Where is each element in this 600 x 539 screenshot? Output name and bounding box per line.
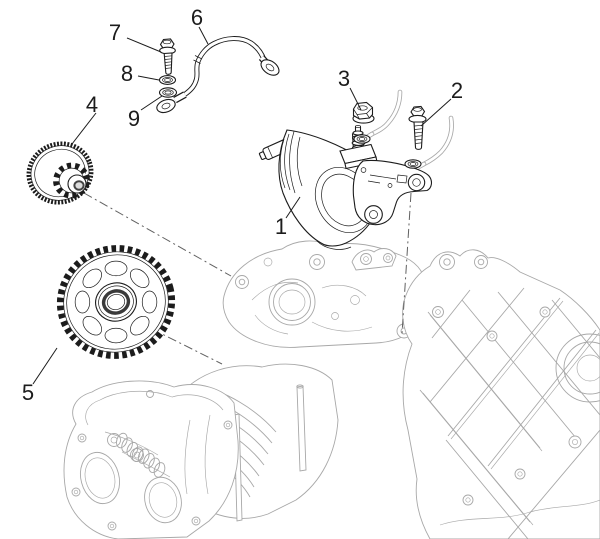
callout-labels: 1 2 3 4 5 6 7 8 9 <box>22 5 463 405</box>
callout-4: 4 <box>86 92 98 117</box>
washer-9-drawing <box>158 87 178 98</box>
flange-nut-drawing <box>352 101 375 144</box>
leader-lines <box>32 26 452 385</box>
starter-pinion-gear-drawing <box>26 141 94 205</box>
callout-9: 9 <box>128 106 140 131</box>
crankcase-ghost-drawing <box>63 240 600 539</box>
callout-8: 8 <box>121 61 133 86</box>
callout-3: 3 <box>338 66 350 91</box>
ghost-cables <box>357 89 454 173</box>
washer-8-drawing <box>158 75 177 85</box>
assembly-centerlines <box>83 192 412 365</box>
callout-7: 7 <box>109 20 121 45</box>
ring-gear-drawing <box>56 245 176 359</box>
callout-1: 1 <box>275 214 287 239</box>
flange-bolt-7-drawing <box>159 38 176 75</box>
starter-cable-drawing <box>156 36 280 114</box>
callout-5: 5 <box>22 380 34 405</box>
flange-bolt-2-drawing <box>404 105 427 169</box>
callout-2: 2 <box>451 78 463 103</box>
callout-6: 6 <box>191 5 203 30</box>
